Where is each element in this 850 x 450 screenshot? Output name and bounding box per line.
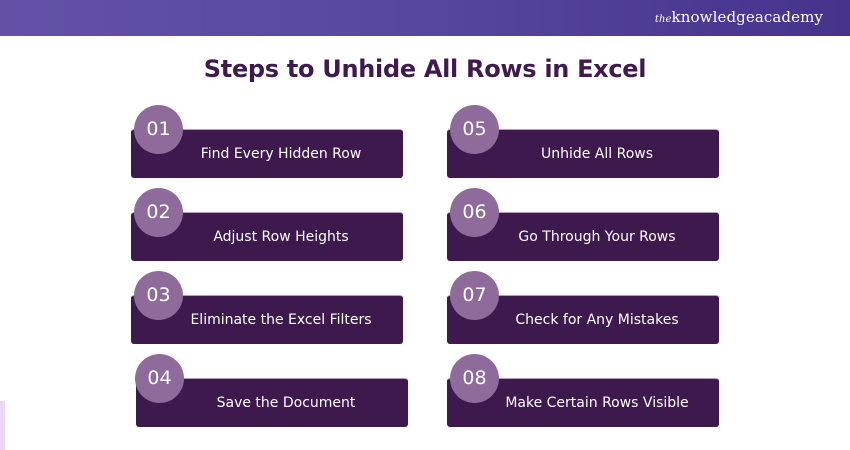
step-label: Go Through Your Rows <box>518 229 676 245</box>
brand-name: knowledgeacademy <box>671 8 823 26</box>
step-number-badge: 07 <box>450 271 499 320</box>
step-label: Unhide All Rows <box>540 146 654 162</box>
page-title: Steps to Unhide All Rows in Excel <box>203 55 647 83</box>
step-number-badge: 03 <box>134 271 183 320</box>
step-7: Check for Any Mistakes 07 <box>447 271 719 344</box>
step-4: Save the Document 04 <box>135 354 408 427</box>
header-bar: theknowledgeacademy <box>0 0 850 36</box>
brand-prefix: the <box>654 14 672 25</box>
decorative-edge-strip <box>0 401 5 450</box>
step-8: Make Certain Rows Visible 08 <box>447 354 719 427</box>
step-number-badge: 06 <box>450 188 499 237</box>
step-label: Adjust Row Heights <box>213 229 349 245</box>
step-3: Eliminate the Excel Filters 03 <box>131 271 403 344</box>
step-1: Find Every Hidden Row 01 <box>131 105 403 178</box>
step-number-badge: 05 <box>450 105 499 154</box>
step-number-badge: 02 <box>134 188 183 237</box>
step-card: Make Certain Rows Visible <box>447 378 719 427</box>
step-number-badge: 04 <box>135 354 184 403</box>
step-label: Save the Document <box>216 395 356 411</box>
step-number-badge: 08 <box>450 354 499 403</box>
step-5: Unhide All Rows 05 <box>447 105 719 178</box>
step-label: Eliminate the Excel Filters <box>190 312 372 328</box>
brand-logo: theknowledgeacademy <box>655 8 823 26</box>
step-6: Go Through Your Rows 06 <box>447 188 719 261</box>
step-label: Find Every Hidden Row <box>200 146 362 162</box>
step-label: Make Certain Rows Visible <box>505 395 689 411</box>
step-2: Adjust Row Heights 02 <box>131 188 403 261</box>
step-number-badge: 01 <box>134 105 183 154</box>
step-label: Check for Any Mistakes <box>515 312 679 328</box>
